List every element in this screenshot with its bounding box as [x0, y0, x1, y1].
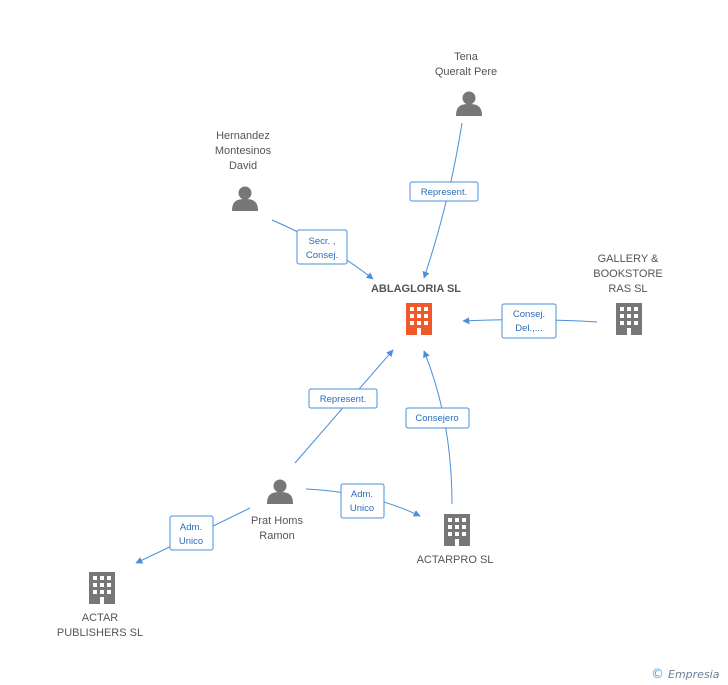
node-ablagloria[interactable]: ABLAGLORIA SL: [371, 283, 461, 335]
building-icon: [89, 572, 115, 604]
edge-label-box: [409, 181, 479, 202]
edge-tena-ablagloria[interactable]: Represent.: [409, 122, 479, 279]
edge-prat-actarpro[interactable]: Adm. Unico: [305, 483, 421, 519]
node-gallery[interactable]: GALLERY & BOOKSTORE RAS SL: [593, 253, 663, 335]
node-label: Tena: [454, 51, 479, 63]
node-label: Queralt Pere: [435, 66, 497, 78]
edge-label: Adm.: [180, 522, 202, 533]
person-icon: [232, 186, 258, 211]
node-label: ACTAR: [82, 612, 119, 624]
edge-label: Adm.: [351, 489, 373, 500]
brand-footer[interactable]: © Empresia: [651, 667, 720, 682]
building-icon: [444, 514, 470, 546]
node-label: Hernandez: [216, 130, 270, 142]
edge-label-box: [405, 407, 470, 429]
edge-gallery-ablagloria[interactable]: Consej. Del.,...: [462, 303, 598, 339]
edge-actarpro-ablagloria[interactable]: Consejero: [405, 350, 470, 505]
brand-logo: Empresia: [668, 668, 720, 681]
edge-label: Consejero: [415, 413, 458, 424]
node-actarpro[interactable]: ACTARPRO SL: [417, 514, 494, 566]
node-label: Ramon: [259, 530, 294, 542]
node-label: Prat Homs: [251, 515, 303, 527]
edge-label: Secr. ,: [309, 236, 336, 247]
edge-label-box: [340, 483, 385, 519]
node-hernandez[interactable]: Hernandez Montesinos David: [215, 130, 272, 211]
copyright-icon: ©: [651, 667, 664, 682]
edge-label: Unico: [179, 536, 203, 547]
building-icon: [406, 303, 432, 335]
node-label: GALLERY &: [598, 253, 659, 265]
node-label: Montesinos: [215, 145, 272, 157]
person-icon: [456, 91, 482, 116]
node-label: ABLAGLORIA SL: [371, 283, 461, 295]
edge-label: Del.,...: [515, 323, 542, 334]
edge-label: Consej.: [306, 250, 338, 261]
node-label: BOOKSTORE: [593, 268, 662, 280]
edge-label-box: [296, 229, 348, 265]
edge-label: Represent.: [320, 394, 366, 405]
node-label: ACTARPRO SL: [417, 554, 494, 566]
node-label: RAS SL: [608, 283, 647, 295]
person-icon: [267, 479, 293, 504]
edge-prat-ablagloria[interactable]: Represent.: [294, 349, 394, 464]
node-label: PUBLISHERS SL: [57, 627, 143, 639]
edge-label: Unico: [350, 503, 374, 514]
building-icon: [616, 303, 642, 335]
node-tena[interactable]: Tena Queralt Pere: [435, 51, 497, 116]
edge-hernandez-ablagloria[interactable]: Secr. , Consej.: [271, 219, 374, 280]
node-label: David: [229, 160, 257, 172]
edge-prat-actar[interactable]: Adm. Unico: [135, 507, 251, 564]
edge-label: Consej.: [513, 309, 545, 320]
edge-label-box: [308, 388, 378, 409]
edge-label-box: [501, 303, 557, 339]
edge-label: Represent.: [421, 187, 467, 198]
node-prat[interactable]: Prat Homs Ramon: [251, 479, 303, 543]
node-actar[interactable]: ACTAR PUBLISHERS SL: [57, 572, 143, 639]
edge-label-box: [169, 515, 214, 551]
